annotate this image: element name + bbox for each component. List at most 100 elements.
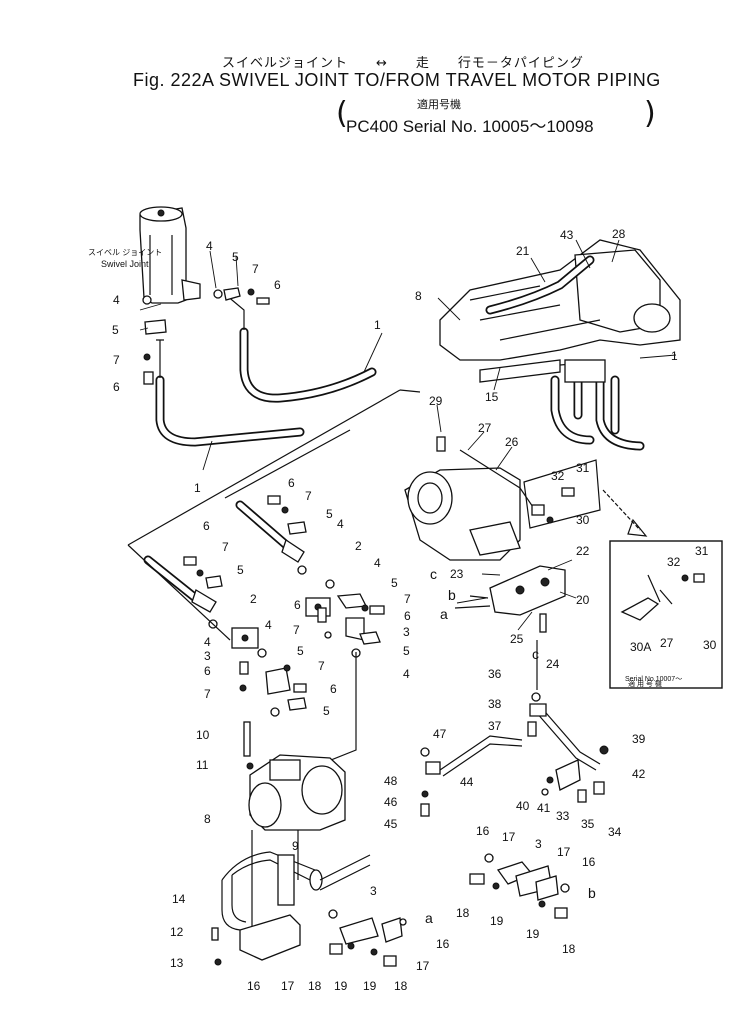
part-number: 7 [404,592,411,606]
part-number: 29 [429,394,443,408]
part-number: 16 [247,979,261,993]
part-number: 5 [391,576,398,590]
part-number: 6 [404,609,411,623]
part-number: 1 [374,318,381,332]
japanese-title: スイベルジョイント ↔ 走 行モ－タパイピング [222,56,584,71]
part-number: 4 [204,635,211,649]
part-number: 6 [274,278,281,292]
serial-paren-right: ) [644,96,656,131]
travel-motor-middle [404,436,566,633]
connection-letter-a: a [440,606,448,622]
part-number: 5 [326,507,333,521]
part-number: 43 [560,228,574,242]
part-number: 6 [288,476,295,490]
part-number: 24 [546,657,560,671]
part-number: 2 [250,592,257,606]
leader-lines [139,239,677,631]
middle-fittings [183,495,385,717]
part-number: 31 [695,544,709,558]
part-number: 44 [460,775,474,789]
swivel-joint [139,206,201,304]
part-number: 18 [394,979,408,993]
part-number: 14 [172,892,186,906]
part-number: 10 [196,728,210,742]
connection-letter-c: c [430,566,437,582]
travel-motor-lower [243,721,346,930]
part-number: 38 [488,697,502,711]
part-number: 23 [450,567,464,581]
part-number: 26 [505,435,519,449]
detail-box-small [523,459,648,537]
part-number: 31 [576,461,590,475]
part-number: 5 [112,323,119,337]
part-number: 8 [415,289,422,303]
part-number: 4 [374,556,381,570]
part-number: 30 [576,513,590,527]
part-number: 5 [297,644,304,658]
part-number: 34 [608,825,622,839]
travel-motor-assembly-top [439,239,681,451]
part-number: 1 [671,349,678,363]
part-number: 1 [194,481,201,495]
part-number: 46 [384,795,398,809]
serial-paren-left: ( [336,96,348,131]
hose-assembly-left [155,294,377,447]
part-number: 17 [557,845,571,859]
part-number: 7 [293,623,300,637]
part-number: 4 [403,667,410,681]
part-number-labels: 1 1 1 2 2 3 3 3 3 4 4 4 4 4 4 4 5 5 5 5 … [112,227,717,993]
applicable-serial-jp: 適用号機 [417,98,461,111]
part-number: 3 [370,884,377,898]
part-number: 6 [203,519,210,533]
part-number: 7 [318,659,325,673]
part-number: 17 [416,959,430,973]
part-number: 16 [476,824,490,838]
part-number: 27 [660,636,674,650]
part-number: 7 [222,540,229,554]
part-number: 4 [265,618,272,632]
inset-applicable-jp: 適 用 号 機 [628,679,662,688]
part-number: 19 [490,914,504,928]
part-number: 18 [456,906,470,920]
part-number: 4 [206,239,213,253]
inset-detail [609,540,723,689]
part-number: 28 [612,227,626,241]
part-number: 13 [170,956,184,970]
part-number: 8 [204,812,211,826]
part-number: 6 [204,664,211,678]
part-number: 36 [488,667,502,681]
part-number: 16 [582,855,596,869]
part-number: 18 [308,979,322,993]
swivel-joint-label-en: Swivel Joint [101,259,149,269]
part-number: 3 [535,837,542,851]
part-number: 16 [436,937,450,951]
part-number: 18 [562,942,576,956]
part-number: 41 [537,801,551,815]
part-number: 30 [703,638,717,652]
part-number: 5 [403,644,410,658]
part-number: 17 [281,979,295,993]
part-number: 7 [113,353,120,367]
part-number: 5 [237,563,244,577]
part-number: 9 [292,839,299,853]
part-number: 19 [526,927,540,941]
part-number: 7 [305,489,312,503]
middle-hoses [127,389,421,767]
inset-serial: Serial No.10007～ [625,676,682,683]
part-number: 17 [502,830,516,844]
part-number: 6 [330,682,337,696]
part-number: 45 [384,817,398,831]
part-number: 21 [516,244,530,258]
part-number: 27 [478,421,492,435]
part-number: 4 [113,293,120,307]
part-number: 39 [632,732,646,746]
connection-letter-c: c [532,646,539,662]
part-number: 11 [196,758,209,772]
part-number: 22 [576,544,590,558]
part-number: 15 [485,390,499,404]
part-number: 19 [363,979,377,993]
part-number: 5 [323,704,330,718]
swivel-joint-label-jp: スイベル ジョイント [88,248,162,257]
part-number: 48 [384,774,398,788]
